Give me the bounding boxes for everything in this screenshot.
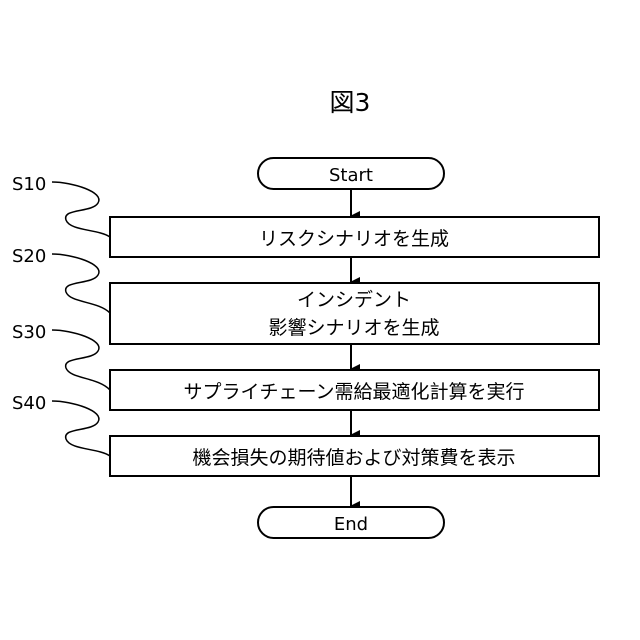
start-terminal-label: Start — [329, 165, 373, 186]
figure-title: 図3 — [330, 88, 371, 117]
step-text-s30: サプライチェーン需給最適化計算を実行 — [183, 381, 524, 403]
step-text-s20-line1: インシデント — [297, 289, 411, 311]
step-label-s40: S40 — [12, 393, 46, 414]
step-text-s20-line2: 影響シナリオを生成 — [268, 317, 439, 339]
step-label-s30: S30 — [12, 322, 46, 343]
step-label-s10: S10 — [12, 174, 46, 195]
step-text-s40: 機会損失の期待値および対策費を表示 — [192, 447, 515, 469]
leader-line-s30 — [52, 330, 110, 390]
leader-line-s20 — [52, 254, 110, 313]
step-text-s10: リスクシナリオを生成 — [259, 228, 449, 250]
step-label-s20: S20 — [12, 246, 46, 267]
leader-line-s10 — [52, 182, 110, 237]
end-terminal-label: End — [334, 514, 368, 535]
leader-line-s40 — [52, 401, 110, 456]
